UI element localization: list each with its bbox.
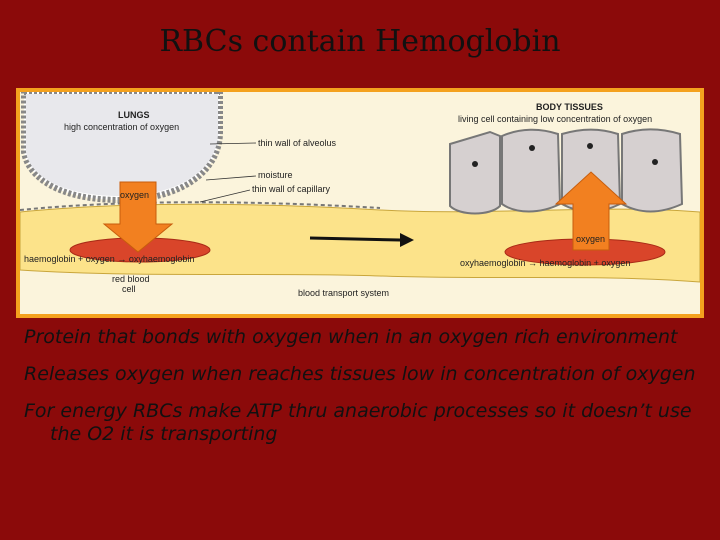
oxygen-arrow-down: [102, 181, 174, 253]
diagram-svg: LUNGS high concentration of oxygen thin …: [20, 92, 700, 314]
body-tissues-subtitle: living cell containing low concentration…: [458, 114, 652, 124]
tissue-cell-2: [501, 128, 562, 213]
bullet-1: Protein that bonds with oxygen when in a…: [24, 326, 678, 348]
label-thin-wall-capillary: thin wall of capillary: [252, 184, 331, 194]
cell-nucleus-3: [587, 143, 593, 149]
bullet-3: For energy RBCs make ATP thru anaerobic …: [24, 400, 692, 445]
leader-capillary: [199, 189, 251, 203]
label-oxygen-right: oxygen: [576, 234, 605, 244]
label-red-blood-cell: red blood: [112, 274, 150, 284]
label-reaction-left: haemoglobin + oxygen → oxyhaemoglobin: [24, 254, 194, 264]
leader-alveolus: [209, 142, 257, 145]
label-moisture: moisture: [258, 170, 293, 180]
cell-nucleus-4: [652, 159, 658, 165]
cell-nucleus-1: [472, 161, 478, 167]
oxygen-arrow-up: [554, 171, 628, 251]
leader-moisture: [205, 175, 257, 181]
slide-title: RBCs contain Hemoglobin: [159, 24, 561, 59]
label-oxygen-left: oxygen: [120, 190, 149, 200]
tissue-cell-1: [449, 130, 501, 215]
flow-arrow-head: [400, 233, 414, 247]
capillary-wall: [20, 201, 381, 211]
oxygen-transport-diagram: LUNGS high concentration of oxygen thin …: [16, 88, 704, 318]
label-red-blood-cell-2: cell: [122, 284, 136, 294]
label-blood-transport: blood transport system: [298, 288, 389, 298]
lungs-title: LUNGS: [118, 110, 150, 120]
blood-vessel: [20, 203, 700, 283]
label-thin-wall-alveolus: thin wall of alveolus: [258, 138, 337, 148]
alveolus-inner: [26, 94, 218, 196]
bullet-2: Releases oxygen when reaches tissues low…: [24, 363, 696, 385]
cell-nucleus-2: [529, 145, 535, 151]
bullet-list: Protein that bonds with oxygen when in a…: [24, 326, 704, 460]
lungs-subtitle: high concentration of oxygen: [64, 122, 179, 132]
label-reaction-right: oxyhaemoglobin → haemoglobin + oxygen: [460, 258, 630, 268]
tissue-cell-4: [621, 128, 684, 213]
flow-arrow-line: [309, 236, 401, 242]
body-tissues-title: BODY TISSUES: [536, 102, 603, 112]
